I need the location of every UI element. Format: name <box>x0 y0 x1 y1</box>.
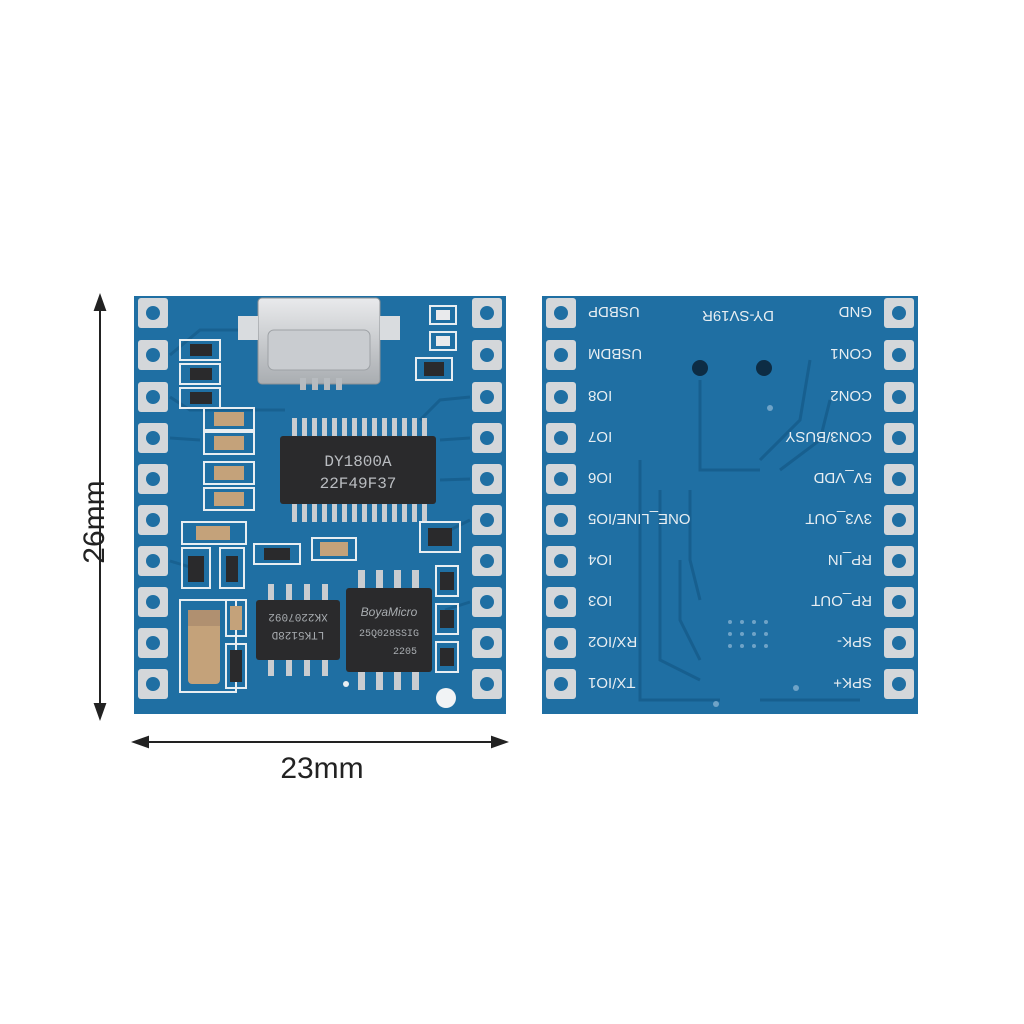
back-left-pin-label-2: IO8 <box>588 387 612 404</box>
back-left-pin-label-8: RX/IO2 <box>588 633 637 650</box>
back-right-pin-label-7: RP_OUT <box>811 592 872 609</box>
back-right-pin-label-5: 3V3_OUT <box>805 510 872 527</box>
back-left-pin-label-0: USBDP <box>588 303 640 320</box>
back-left-pin-label-7: IO3 <box>588 592 612 609</box>
back-right-pin-label-2: CON2 <box>830 387 872 404</box>
back-left-pin-label-3: IO7 <box>588 428 612 445</box>
back-left-pin-label-1: USBDM <box>588 345 642 362</box>
back-left-pin-label-5: ONE_LINE/IO5 <box>588 510 691 527</box>
flash-chip-label-3: 2205 <box>393 647 417 658</box>
mounting-via <box>692 360 708 376</box>
amplifier-chip: XK2207092 LTK5128D <box>256 584 340 676</box>
board-model-label: DY-SV19R <box>702 307 774 324</box>
back-left-pin-label-6: IO4 <box>588 551 612 568</box>
amp-chip-label-2: LTK5128D <box>271 628 324 640</box>
main-decoder-chip: DY1800A 22F49F37 <box>280 418 436 522</box>
front-tantalum-capacitor <box>179 599 247 693</box>
back-left-pin-labels: USBDP USBDM IO8IO7IO6ONE_LINE/IO5IO4IO3RX/… <box>588 303 691 691</box>
micro-usb-connector <box>238 297 400 390</box>
height-dimension-line <box>93 293 107 721</box>
amp-chip-label-1: XK2207092 <box>268 610 327 622</box>
width-dimension-line <box>131 735 509 749</box>
height-dimension-label: 26mm <box>78 480 111 564</box>
back-right-pin-label-1: CON1 <box>830 345 872 362</box>
back-right-pin-label-4: 5V_VDD <box>813 469 872 486</box>
back-right-pin-label-0: GND <box>839 303 873 320</box>
front-smd-resistors <box>179 339 255 511</box>
back-right-pin-label-3: CON3/BUSY <box>785 428 872 445</box>
back-pcb-board: DY-SV19R <box>542 296 918 714</box>
back-right-pin-label-6: RP_IN <box>828 551 872 568</box>
mounting-via <box>756 360 772 376</box>
main-chip-label-2: 22F49F37 <box>320 475 397 493</box>
back-right-pin-label-9: SPK+ <box>833 674 872 691</box>
main-chip-label-1: DY1800A <box>324 453 392 471</box>
flash-chip-label-1: BoyaMicro <box>361 605 418 619</box>
back-left-pin-label-4: IO6 <box>588 469 612 486</box>
front-pcb-board: DY1800A 22F49F37 <box>134 296 506 714</box>
back-right-pin-label-8: SPK- <box>837 633 872 650</box>
back-left-pin-label-9: TX/IO1 <box>588 674 636 691</box>
width-dimension-label: 23mm <box>280 752 364 785</box>
flash-chip-label-2: 25Q028SSIG <box>359 629 419 640</box>
flash-memory-chip: BoyaMicro 25Q028SSIG 2205 <box>346 570 432 690</box>
